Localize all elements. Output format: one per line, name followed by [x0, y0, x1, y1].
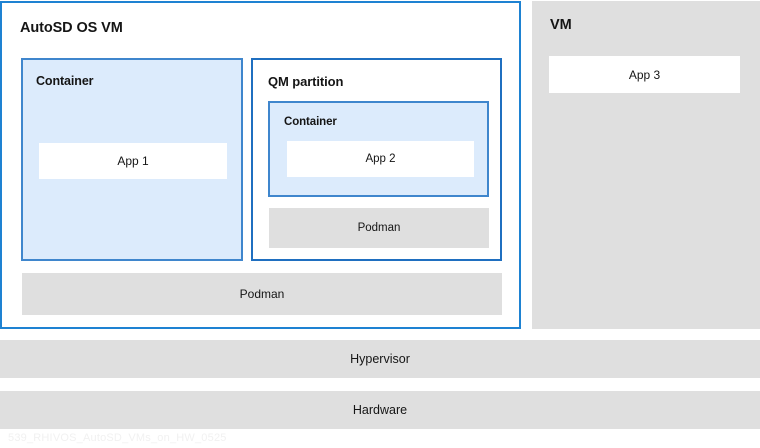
podman-bar-qm: Podman: [269, 208, 489, 248]
app-2-box: App 2: [287, 141, 474, 177]
autosd-os-vm-title: AutoSD OS VM: [20, 20, 123, 36]
hardware-bar: Hardware: [0, 391, 760, 429]
app-1-box: App 1: [39, 143, 227, 179]
qm-partition-title: QM partition: [268, 74, 344, 89]
hypervisor-bar: Hypervisor: [0, 340, 760, 378]
autosd-os-vm-panel: AutoSD OS VM Container App 1 QM partitio…: [0, 1, 521, 329]
watermark-label: 539_RHIVOS_AutoSD_VMs_on_HW_0525: [8, 432, 227, 444]
app-3-box: App 3: [549, 56, 740, 93]
container-box-app1: Container App 1: [21, 58, 243, 261]
container-title-app2: Container: [284, 116, 337, 128]
vm-panel: VM: [532, 1, 760, 329]
container-title-app1: Container: [36, 74, 94, 88]
qm-partition-panel: QM partition Container App 2 Podman: [251, 58, 502, 261]
podman-bar-autosd: Podman: [22, 273, 502, 315]
container-box-app2: Container App 2: [268, 101, 489, 197]
vm-title: VM: [550, 17, 572, 33]
